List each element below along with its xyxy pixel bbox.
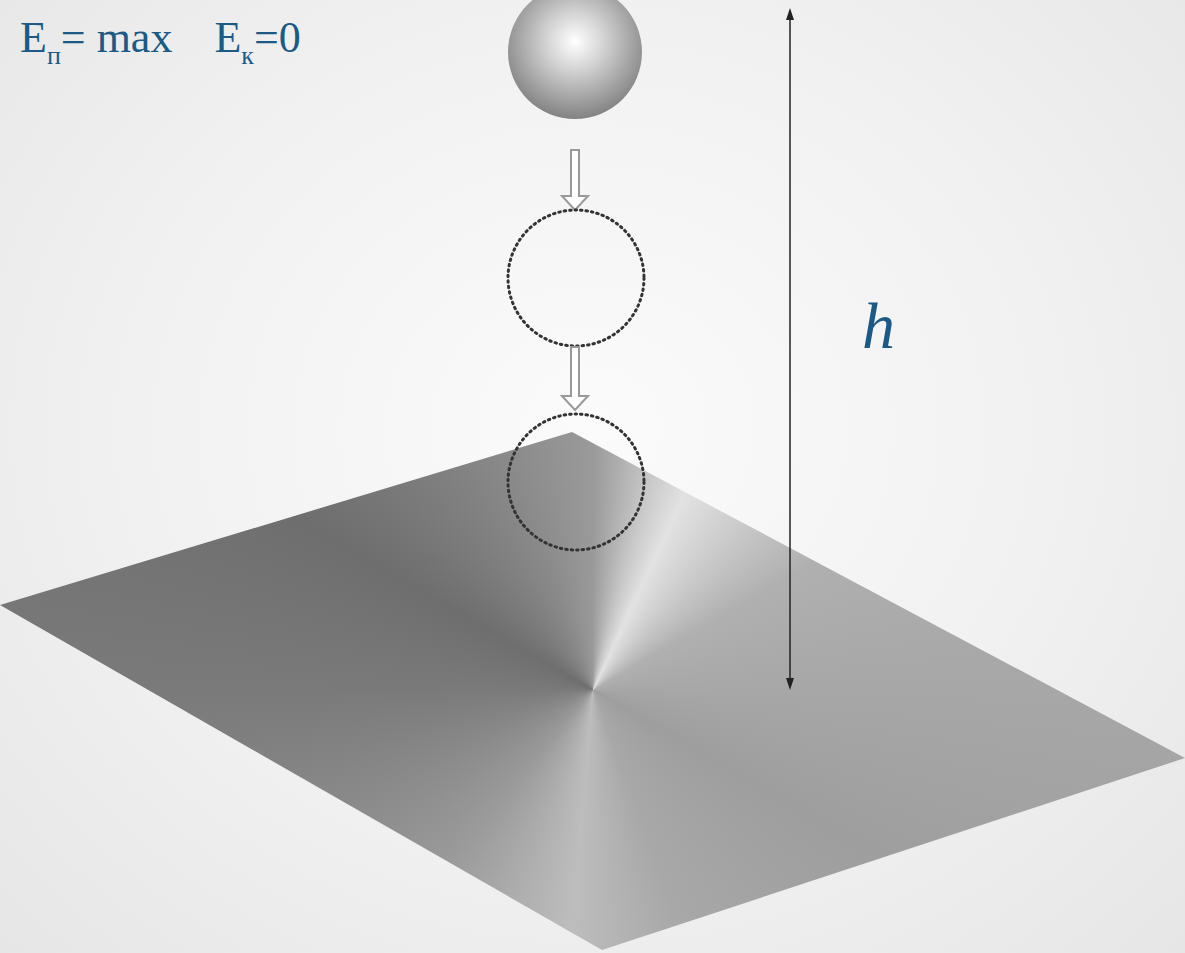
formula-text: =0 [254, 13, 301, 62]
arrow-head [786, 8, 794, 20]
arrow-head [786, 678, 794, 690]
ball-position [508, 414, 644, 550]
height-label: h [862, 288, 895, 364]
height-line [789, 14, 791, 684]
subscript: п [47, 41, 61, 70]
ball [508, 0, 642, 119]
ball-position [508, 210, 644, 346]
motion-arrow [562, 347, 588, 410]
formula-text: = max [61, 13, 173, 62]
motion-arrow [562, 150, 588, 210]
formula-text: E [214, 13, 241, 62]
subscript: к [241, 41, 254, 70]
energy-formula: Eп= maxEк=0 [20, 12, 301, 63]
formula-text: E [20, 13, 47, 62]
